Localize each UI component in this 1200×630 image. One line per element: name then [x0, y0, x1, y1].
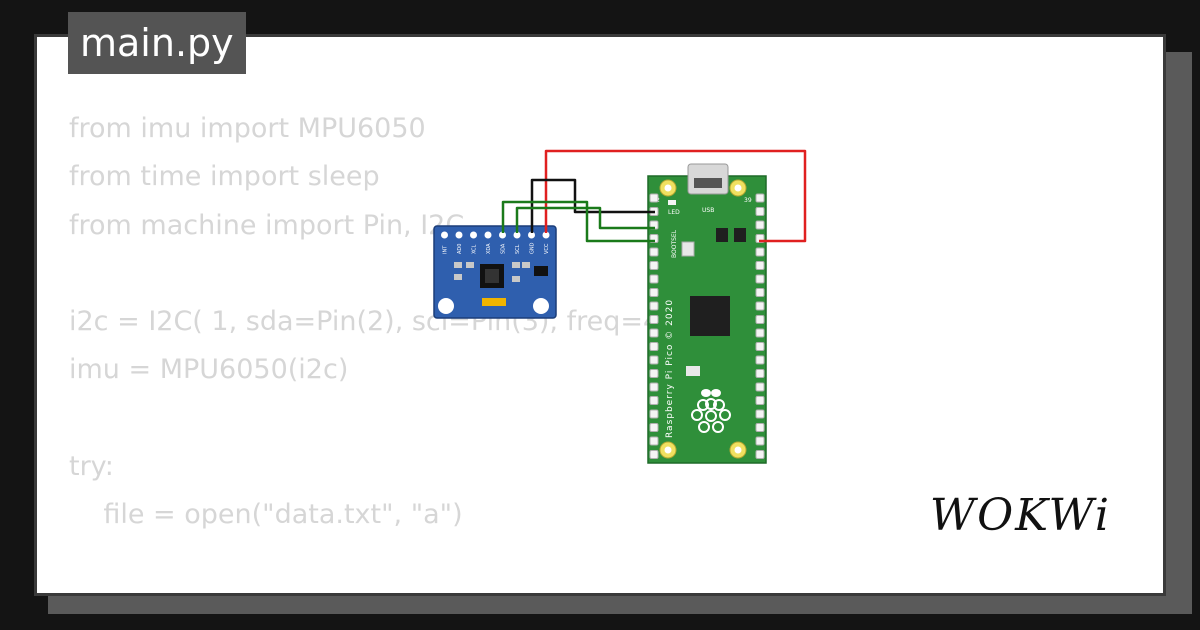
mpu-pin-label: XCL [472, 244, 478, 254]
code-line: try: [69, 451, 114, 483]
code-line: from imu import MPU6050 [69, 113, 426, 144]
pico-pin-right[interactable] [755, 423, 765, 432]
mpu-pin-label: VCC [544, 243, 550, 254]
file-tab[interactable]: main.py [68, 12, 246, 74]
usb-label: USB [702, 207, 714, 214]
mpu-pin-sda[interactable] [499, 231, 506, 239]
pico-pin-right[interactable] [755, 328, 765, 338]
code-line: file = open("data.txt", "a") [69, 499, 463, 531]
sda-wire[interactable] [501, 200, 655, 243]
pico-pin-left[interactable] [649, 301, 659, 311]
pico-pin-right[interactable] [755, 396, 765, 405]
pico-pin-left[interactable] [649, 369, 659, 378]
pico-pin-right[interactable] [755, 382, 765, 392]
pico-pin-right[interactable] [755, 450, 765, 459]
pico-pin-left[interactable] [649, 382, 659, 392]
pico-pin-right[interactable] [755, 274, 765, 284]
pico-pin-left[interactable] [649, 328, 659, 338]
led-label: LED [668, 209, 680, 216]
pico-pin-right[interactable] [755, 261, 765, 270]
status-led [482, 298, 506, 306]
mpu-pin-int[interactable] [441, 231, 448, 239]
mpu-pin-label: SCL [515, 244, 521, 254]
pico-pin-left[interactable] [649, 342, 659, 351]
bootsel-button[interactable] [681, 241, 695, 257]
scl-wire[interactable] [515, 206, 655, 233]
pico-pin-left[interactable] [649, 193, 659, 203]
bootsel-label: BOOTSEL [671, 229, 678, 258]
preview-card: from imu import MPU6050 from time import … [34, 34, 1166, 596]
raspberry-logo-icon [691, 389, 731, 433]
pico-pin-left[interactable] [649, 288, 659, 297]
pico-pin-left[interactable] [649, 450, 659, 459]
pico-pin-left[interactable] [649, 409, 659, 419]
led-icon [668, 200, 676, 205]
mount-hole [533, 298, 549, 314]
board-silkscreen: Raspberry Pi Pico © 2020 [665, 299, 675, 438]
mpu-pin-xcl[interactable] [470, 231, 477, 239]
pico-pin-left[interactable] [649, 315, 659, 324]
mpu-pin-vcc[interactable] [542, 231, 550, 239]
pin-label-39: 39 [744, 197, 752, 204]
code-line: from time import sleep [69, 161, 380, 193]
mpu-pin-label: SDA [501, 243, 507, 254]
mount-hole [438, 298, 454, 314]
pico-board[interactable]: LED USB 2 39 BOOTSEL Raspberry Pi Pico ©… [647, 163, 767, 464]
wokwi-logo: WOKWi [929, 490, 1111, 541]
mpu-pin-ad0[interactable] [455, 231, 463, 239]
gnd-wire[interactable] [530, 178, 655, 233]
pico-pin-right[interactable] [755, 288, 765, 297]
vcc-wire[interactable] [544, 149, 807, 243]
pico-pin-left[interactable] [649, 396, 659, 405]
pico-pin-right[interactable] [755, 301, 765, 311]
pico-pin-left[interactable] [649, 261, 659, 270]
mpu6050-board[interactable]: VCC GND SCL SDA XDA XCL AD0 INT [433, 225, 557, 319]
pico-pin-right[interactable] [755, 247, 765, 257]
code-line: imu = MPU6050(i2c) [69, 354, 349, 386]
pico-pin-left[interactable] [649, 355, 659, 365]
mpu-pin-xda[interactable] [484, 231, 492, 239]
pico-pin-right[interactable] [755, 220, 765, 230]
pico-pin-right[interactable] [755, 315, 765, 324]
mpu-pin-label: AD0 [457, 244, 463, 254]
pico-pin-right[interactable] [755, 409, 765, 419]
code-line: from machine import Pin, I2C [69, 209, 465, 241]
pico-pin-left[interactable] [649, 423, 659, 432]
pico-pin-right[interactable] [755, 193, 765, 203]
pico-pin-right[interactable] [755, 342, 765, 351]
pico-pin-right[interactable] [755, 436, 765, 446]
mpu-pin-label: XDA [486, 243, 492, 254]
mpu-pin-scl[interactable] [513, 231, 521, 239]
rp2040-chip [690, 296, 730, 336]
pico-pin-right[interactable] [755, 369, 765, 378]
mpu-pin-gnd[interactable] [528, 231, 535, 239]
mpu-pin-label: GND [530, 242, 536, 254]
pico-pin-right[interactable] [755, 207, 765, 216]
pico-pin-right[interactable] [755, 355, 765, 365]
pico-pin-left[interactable] [649, 436, 659, 446]
pico-pin-left[interactable] [649, 274, 659, 284]
pico-pin-left[interactable] [649, 247, 659, 257]
mpu-pin-label: INT [443, 245, 449, 254]
